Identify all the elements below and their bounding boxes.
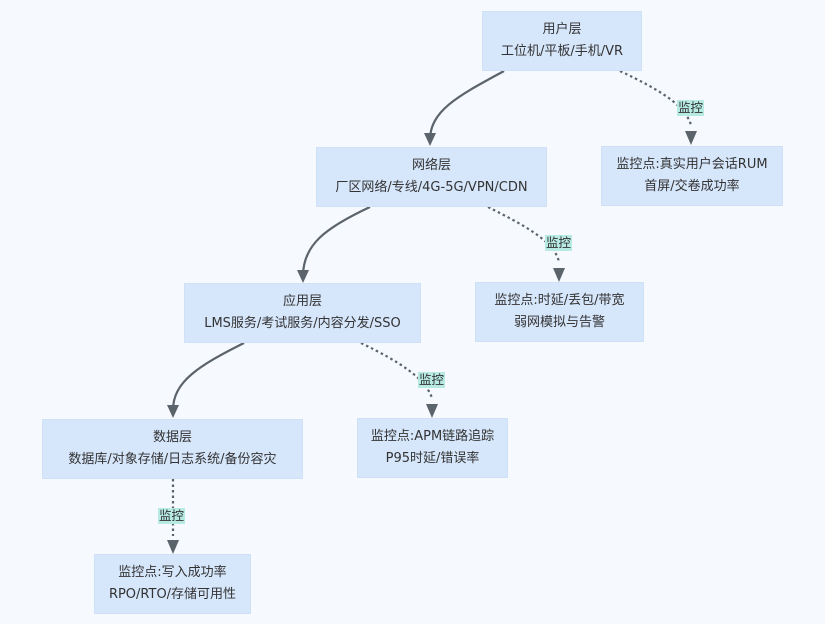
node-subtitle: 厂区网络/专线/4G-5G/VPN/CDN: [335, 180, 528, 195]
edge-label-monitor-network: 监控: [545, 235, 573, 251]
node-monitor-app: 监控点:APM链路追踪 P95时延/错误率: [357, 418, 508, 478]
arrowhead-user-to-mon-user: [685, 131, 697, 145]
node-network-layer: 网络层 厂区网络/专线/4G-5G/VPN/CDN: [316, 147, 547, 207]
arrowhead-app-to-mon-app: [426, 404, 438, 418]
edge-user-to-network: [428, 70, 505, 141]
node-title: 网络层: [411, 158, 451, 173]
arrowhead-data-to-mon-data: [167, 540, 179, 554]
arrowhead-network-to-app: [297, 270, 309, 283]
edge-network-to-mon-network: [487, 206, 561, 263]
node-monitor-user: 监控点:真实用户会话RUM 首屏/交卷成功率: [601, 146, 783, 206]
node-title: 监控点:时延/丢包/带宽: [494, 293, 625, 308]
node-title: 监控点:写入成功率: [118, 565, 227, 580]
node-title: 用户层: [542, 22, 582, 37]
node-app-layer: 应用层 LMS服务/考试服务/内容分发/SSO: [184, 283, 421, 343]
node-monitor-data: 监控点:写入成功率 RPO/RTO/存储可用性: [94, 554, 251, 614]
arrowhead-user-to-network: [424, 133, 436, 146]
node-subtitle: RPO/RTO/存储可用性: [108, 587, 237, 602]
node-subtitle: 工位机/平板/手机/VR: [500, 44, 624, 59]
edge-app-to-data: [171, 342, 245, 411]
node-subtitle: 首屏/交卷成功率: [644, 179, 740, 194]
edge-network-to-app: [301, 206, 371, 277]
edge-label-monitor-data: 监控: [158, 508, 186, 524]
node-title: 监控点:APM链路追踪: [370, 429, 495, 444]
edge-label-monitor-user: 监控: [677, 100, 705, 116]
node-subtitle: LMS服务/考试服务/内容分发/SSO: [204, 316, 401, 331]
node-title: 应用层: [282, 294, 322, 309]
node-subtitle: 数据库/对象存储/日志系统/备份容灾: [68, 452, 277, 467]
node-title: 数据层: [152, 430, 192, 445]
edge-label-monitor-app: 监控: [418, 372, 446, 388]
arrowhead-network-to-mon-network: [553, 268, 565, 282]
edge-app-to-mon-app: [360, 342, 434, 399]
node-title: 监控点:真实用户会话RUM: [616, 157, 768, 172]
node-subtitle: 弱网模拟与告警: [513, 315, 605, 330]
node-user-layer: 用户层 工位机/平板/手机/VR: [482, 11, 642, 71]
edge-user-to-mon-user: [619, 70, 693, 126]
node-subtitle: P95时延/错误率: [385, 451, 480, 466]
arrowhead-app-to-data: [167, 405, 179, 418]
node-monitor-network: 监控点:时延/丢包/带宽 弱网模拟与告警: [475, 282, 644, 342]
node-data-layer: 数据层 数据库/对象存储/日志系统/备份容灾: [42, 419, 303, 479]
